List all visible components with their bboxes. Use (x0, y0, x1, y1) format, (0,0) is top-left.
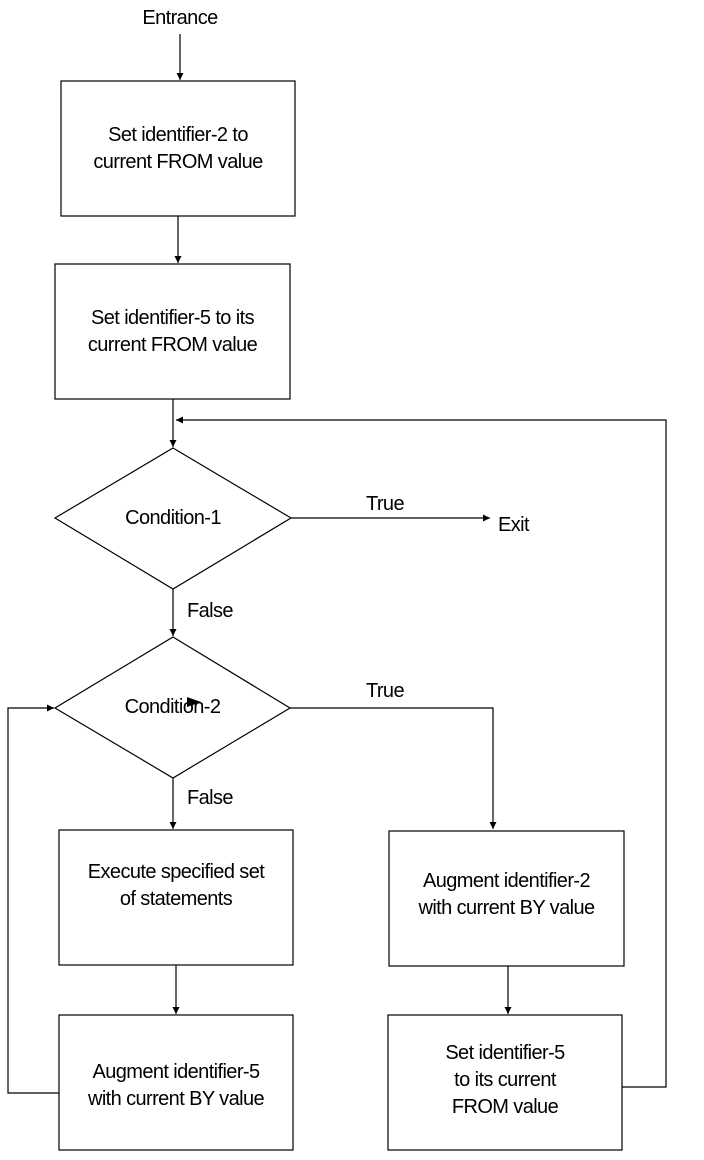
set-identifier-5-from-text: Set identifier-5 to its current FROM val… (445, 1041, 565, 1118)
box-set-identifier-5 (54, 263, 291, 400)
arrow-setid5-loop (176, 416, 667, 1088)
execute-statements-text: Execute specified set of statements (87, 861, 265, 910)
condition-1-true-label: True (366, 493, 405, 515)
condition-1-text: Condition-1 (125, 507, 221, 529)
box-execute-statements (58, 829, 294, 966)
condition-2-false-label: False (187, 787, 234, 809)
augment-identifier-2-text: Augment identifier-2 with current BY val… (418, 870, 595, 919)
condition-2-text: Condition-2 (124, 696, 221, 718)
box-augment-identifier-2 (388, 830, 625, 967)
entrance-label: Entrance (142, 7, 218, 29)
augment-identifier-5-text: Augment identifier-5 with current BY val… (87, 1061, 265, 1110)
set-identifier-5-text: Set identifier-5 to its current FROM val… (87, 306, 258, 356)
box-augment-identifier-5 (58, 1014, 294, 1151)
stray-arrowhead (187, 697, 201, 707)
exit-label: Exit (498, 514, 530, 536)
arrow-augment5-loop (7, 704, 59, 1094)
condition-1-false-label: False (187, 600, 234, 622)
set-identifier-2-text: Set identifier-2 to current FROM value (93, 123, 263, 173)
box-set-identifier-2 (60, 80, 296, 217)
condition-2-true-label: True (366, 680, 405, 702)
arrow-condition2-true (290, 707, 497, 829)
box-set-identifier-5-from (387, 1014, 623, 1151)
